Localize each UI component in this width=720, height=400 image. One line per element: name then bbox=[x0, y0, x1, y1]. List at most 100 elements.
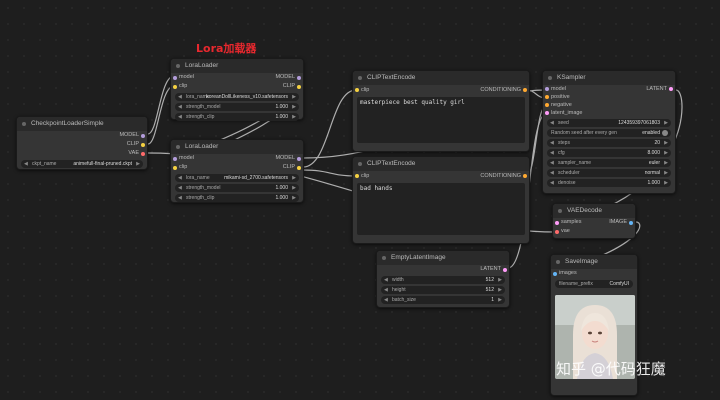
collapse-dot-icon[interactable] bbox=[358, 162, 362, 166]
checkpoint-loader-node[interactable]: CheckpointLoaderSimple MODEL CLIP VAE ◀c… bbox=[16, 116, 148, 170]
arrow-right-icon[interactable]: ▶ bbox=[136, 161, 140, 167]
arrow-right-icon[interactable]: ▶ bbox=[498, 287, 502, 293]
clip-pin-icon[interactable] bbox=[297, 166, 301, 170]
arrow-right-icon[interactable]: ▶ bbox=[292, 175, 296, 181]
arrow-right-icon[interactable]: ▶ bbox=[664, 120, 668, 126]
latent-pin-icon[interactable] bbox=[669, 87, 673, 91]
io-row[interactable]: LATENT bbox=[377, 265, 509, 274]
arrow-left-icon[interactable]: ◀ bbox=[178, 175, 182, 181]
clip-pin-icon[interactable] bbox=[297, 85, 301, 89]
node-title[interactable]: LoraLoader bbox=[171, 140, 303, 154]
collapse-dot-icon[interactable] bbox=[176, 64, 180, 68]
image-pin-icon[interactable] bbox=[553, 272, 557, 276]
node-title[interactable]: CLIPTextEncode bbox=[353, 157, 529, 171]
arrow-left-icon[interactable]: ◀ bbox=[384, 297, 388, 303]
latent-pin-icon[interactable] bbox=[555, 221, 559, 225]
arrow-right-icon[interactable]: ▶ bbox=[664, 170, 668, 176]
arrow-left-icon[interactable]: ◀ bbox=[384, 277, 388, 283]
arrow-right-icon[interactable]: ▶ bbox=[292, 104, 296, 110]
arrow-left-icon[interactable]: ◀ bbox=[550, 160, 554, 166]
output-clip[interactable]: CLIP bbox=[17, 140, 147, 149]
arrow-left-icon[interactable]: ◀ bbox=[550, 180, 554, 186]
arrow-left-icon[interactable]: ◀ bbox=[178, 104, 182, 110]
arrow-right-icon[interactable]: ▶ bbox=[664, 180, 668, 186]
io-row-vae[interactable]: vae bbox=[553, 227, 635, 236]
model-pin-icon[interactable] bbox=[297, 157, 301, 161]
io-row-images[interactable]: images bbox=[551, 269, 637, 278]
clip-pin-icon[interactable] bbox=[355, 88, 359, 92]
arrow-left-icon[interactable]: ◀ bbox=[550, 120, 554, 126]
node-title[interactable]: SaveImage bbox=[551, 255, 637, 269]
arrow-left-icon[interactable]: ◀ bbox=[550, 150, 554, 156]
arrow-left-icon[interactable]: ◀ bbox=[178, 114, 182, 120]
collapse-dot-icon[interactable] bbox=[358, 76, 362, 80]
generated-image-preview[interactable] bbox=[555, 295, 635, 379]
arrow-right-icon[interactable]: ▶ bbox=[292, 195, 296, 201]
vae-pin-icon[interactable] bbox=[555, 230, 559, 234]
arrow-left-icon[interactable]: ◀ bbox=[550, 170, 554, 176]
io-row-negative[interactable]: negative bbox=[543, 101, 675, 109]
io-row-latent-image[interactable]: latent_image bbox=[543, 109, 675, 117]
node-title[interactable]: CLIPTextEncode bbox=[353, 71, 529, 85]
latent-pin-icon[interactable] bbox=[545, 111, 549, 115]
vae-pin-icon[interactable] bbox=[141, 152, 145, 156]
model-pin-icon[interactable] bbox=[173, 157, 177, 161]
node-title[interactable]: EmptyLatentImage bbox=[377, 251, 509, 265]
output-model[interactable]: MODEL bbox=[17, 131, 147, 140]
collapse-dot-icon[interactable] bbox=[558, 209, 562, 213]
model-pin-icon[interactable] bbox=[141, 134, 145, 138]
arrow-right-icon[interactable]: ▶ bbox=[664, 150, 668, 156]
model-pin-icon[interactable] bbox=[545, 87, 549, 91]
arrow-left-icon[interactable]: ◀ bbox=[178, 195, 182, 201]
arrow-right-icon[interactable]: ▶ bbox=[664, 140, 668, 146]
node-title[interactable]: KSampler bbox=[543, 71, 675, 85]
conditioning-pin-icon[interactable] bbox=[523, 88, 527, 92]
arrow-right-icon[interactable]: ▶ bbox=[498, 277, 502, 283]
arrow-right-icon[interactable]: ▶ bbox=[664, 160, 668, 166]
node-title[interactable]: CheckpointLoaderSimple bbox=[17, 117, 147, 131]
collapse-dot-icon[interactable] bbox=[548, 76, 552, 80]
conditioning-pin-icon[interactable] bbox=[545, 95, 549, 99]
collapse-dot-icon[interactable] bbox=[382, 256, 386, 260]
arrow-left-icon[interactable]: ◀ bbox=[550, 140, 554, 146]
negative-prompt-textarea[interactable]: bad hands bbox=[357, 183, 525, 235]
collapse-dot-icon[interactable] bbox=[176, 145, 180, 149]
arrow-left-icon[interactable]: ◀ bbox=[384, 287, 388, 293]
latent-pin-icon[interactable] bbox=[503, 268, 507, 272]
positive-prompt-textarea[interactable]: masterpiece best quality girl bbox=[357, 97, 525, 143]
node-title[interactable]: VAEDecode bbox=[553, 204, 635, 218]
output-vae[interactable]: VAE bbox=[17, 149, 147, 158]
clip-pin-icon[interactable] bbox=[173, 166, 177, 170]
arrow-right-icon[interactable]: ▶ bbox=[292, 185, 296, 191]
arrow-right-icon[interactable]: ▶ bbox=[292, 114, 296, 120]
node-title[interactable]: LoraLoader bbox=[171, 59, 303, 73]
collapse-dot-icon[interactable] bbox=[22, 122, 26, 126]
arrow-right-icon[interactable]: ▶ bbox=[498, 297, 502, 303]
